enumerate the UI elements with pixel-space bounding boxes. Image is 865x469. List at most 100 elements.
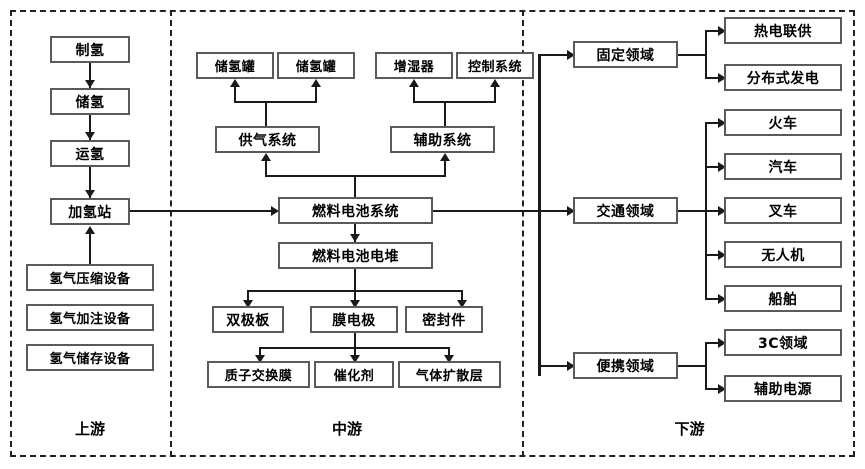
section-divider-midstream-downstream: [522, 10, 524, 457]
node-hydrogen-refueling-station[interactable]: 加氢站: [50, 198, 130, 225]
arrow-transport-to-ship-icon: [718, 294, 726, 304]
arrow-portable-to-3c-icon: [718, 338, 726, 348]
arrow-bus-to-bipolar-plate-icon: [243, 300, 253, 308]
edge-storage-to-transport: [89, 115, 91, 140]
edge-auxiliary-bus: [413, 101, 496, 103]
arrow-production-to-storage-icon: [85, 80, 95, 88]
node-catalyst[interactable]: 催化剂: [314, 361, 394, 388]
node-proton-exchange-membrane[interactable]: 质子交换膜: [207, 361, 310, 388]
edge-fuelcell-system-up: [354, 175, 356, 199]
node-app-forklift[interactable]: 叉车: [724, 197, 842, 224]
section-divider-upstream-midstream: [170, 10, 172, 457]
arrow-auxiliary-to-humidifier-icon: [409, 79, 419, 87]
edge-transport-out: [678, 210, 706, 212]
node-hydrogen-refueling-equipment[interactable]: 氢气加注设备: [26, 304, 154, 331]
arrow-supply-to-tank2-icon: [311, 79, 321, 87]
arrow-bus-to-mea-icon: [350, 300, 360, 308]
node-control-system[interactable]: 控制系统: [456, 52, 534, 79]
node-hydrogen-production[interactable]: 制氢: [50, 36, 130, 63]
edge-bus-to-pem: [259, 347, 261, 361]
arrow-bus-to-supply-system-icon: [261, 153, 271, 161]
edge-stationary-bus: [705, 30, 707, 79]
edge-system-to-stack: [354, 224, 356, 242]
edge-transport-to-ship: [705, 298, 721, 300]
section-caption-downstream: 下游: [674, 420, 705, 438]
edge-supply-bus-to-tank2: [315, 85, 317, 102]
arrow-trunk-to-portable-icon: [567, 361, 575, 371]
arrow-transport-to-drone-icon: [718, 250, 726, 260]
edge-compressor-to-station: [89, 232, 91, 264]
edge-portable-to-3c: [705, 342, 721, 344]
arrow-transport-to-forklift-icon: [718, 206, 726, 216]
edge-bus-to-bipolar-plate: [247, 290, 249, 306]
edge-station-to-fuelcell-system: [130, 210, 273, 212]
arrow-stationary-to-chp-icon: [718, 26, 726, 36]
arrow-trunk-to-transport-icon: [567, 206, 575, 216]
edge-bus-to-mea: [354, 290, 356, 306]
arrow-bus-to-gdl-icon: [444, 355, 454, 363]
node-fuel-cell-system[interactable]: 燃料电池系统: [278, 197, 433, 224]
node-app-automobile[interactable]: 汽车: [724, 153, 842, 180]
node-hydrogen-compression-equipment[interactable]: 氢气压缩设备: [26, 264, 154, 291]
edge-bus-to-catalyst: [354, 347, 356, 361]
node-app-auxiliary-power[interactable]: 辅助电源: [724, 375, 842, 402]
edge-transport-to-train: [705, 122, 721, 124]
edge-bus-to-sealing-part: [461, 290, 463, 306]
edge-bus-to-gdl: [448, 347, 450, 361]
section-caption-upstream: 上游: [74, 420, 105, 438]
arrow-auxiliary-to-control-icon: [490, 79, 500, 87]
node-app-ship[interactable]: 船舶: [724, 285, 842, 312]
node-bipolar-plate[interactable]: 双极板: [212, 306, 284, 333]
node-sealing-part[interactable]: 密封件: [405, 306, 483, 333]
edge-mea-down: [354, 333, 356, 348]
arrow-bus-to-catalyst-icon: [350, 355, 360, 363]
edge-transport-to-car: [705, 166, 721, 168]
edge-supply-system-up: [265, 101, 267, 126]
node-domain-stationary[interactable]: 固定领域: [573, 41, 678, 68]
edge-stationary-out: [678, 54, 706, 56]
node-hydrogen-tank-2[interactable]: 储氢罐: [277, 52, 355, 79]
node-app-drone[interactable]: 无人机: [724, 241, 842, 268]
edge-production-to-storage: [89, 63, 91, 88]
arrow-bus-to-auxiliary-system-icon: [440, 153, 450, 161]
edge-system-to-downstream: [433, 210, 540, 212]
node-fuel-cell-stack[interactable]: 燃料电池电堆: [278, 242, 433, 269]
node-hydrogen-storage-equipment[interactable]: 氢气储存设备: [26, 344, 154, 371]
node-humidifier[interactable]: 增湿器: [375, 52, 453, 79]
arrow-transport-to-car-icon: [718, 162, 726, 172]
edge-bus-to-supply-system: [265, 159, 267, 176]
edge-stationary-to-chp: [705, 30, 721, 32]
edge-transport-to-forklift: [705, 210, 721, 212]
node-app-combined-heat-power[interactable]: 热电联供: [724, 17, 842, 44]
node-membrane-electrode[interactable]: 膜电极: [310, 306, 398, 333]
arrow-station-to-fuelcell-system-icon: [271, 206, 279, 216]
edge-stack-down: [354, 269, 356, 291]
node-app-3c-field[interactable]: 3C领域: [724, 329, 842, 356]
edge-trunk-to-portable: [540, 365, 570, 367]
edge-transport-to-station: [89, 167, 91, 198]
node-gas-diffusion-layer[interactable]: 气体扩散层: [398, 361, 501, 388]
node-hydrogen-storage[interactable]: 储氢: [50, 88, 130, 115]
node-hydrogen-tank-1[interactable]: 储氢罐: [196, 52, 274, 79]
edge-trunk-to-stationary: [540, 54, 570, 56]
arrow-stationary-to-distributed-icon: [718, 73, 726, 83]
edge-auxiliary-bus-to-control: [494, 85, 496, 102]
node-app-train[interactable]: 火车: [724, 109, 842, 136]
arrow-bus-to-pem-icon: [255, 355, 265, 363]
edge-bus-to-auxiliary-system: [444, 159, 446, 176]
edge-auxiliary-bus-to-humidifier: [413, 85, 415, 102]
arrow-system-to-stack-icon: [350, 234, 360, 242]
node-domain-transportation[interactable]: 交通领域: [573, 197, 678, 224]
node-hydrogen-transport[interactable]: 运氢: [50, 140, 130, 167]
node-gas-supply-system[interactable]: 供气系统: [215, 126, 320, 153]
arrow-trunk-to-stationary-icon: [567, 50, 575, 60]
edge-portable-to-aux-power: [705, 388, 721, 390]
downstream-trunk-line: [538, 54, 541, 376]
node-app-distributed-generation[interactable]: 分布式发电: [724, 64, 842, 91]
edge-portable-out: [678, 365, 706, 367]
arrow-storage-to-transport-icon: [85, 132, 95, 140]
arrow-compressor-to-station-icon: [85, 226, 95, 234]
node-auxiliary-system[interactable]: 辅助系统: [390, 126, 495, 153]
node-domain-portable[interactable]: 便携领域: [573, 352, 678, 379]
